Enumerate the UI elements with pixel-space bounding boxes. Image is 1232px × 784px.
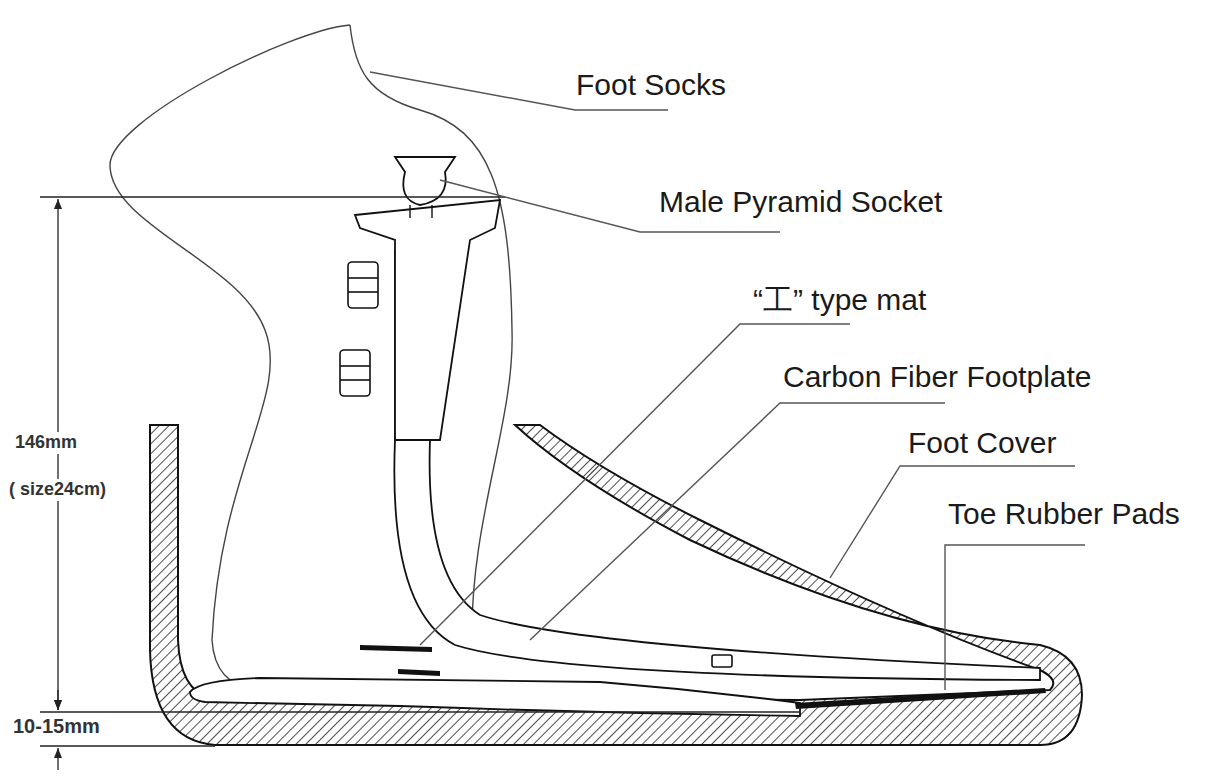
foot-sock-outline <box>110 25 350 690</box>
carbon-fiber-footplate <box>394 245 1040 680</box>
type-mat <box>398 669 440 676</box>
part-label: “工” type mat <box>752 282 927 318</box>
toe-rubber-pad <box>795 688 1046 709</box>
foot-cover <box>150 425 1082 745</box>
dimension-label: 10-15mm <box>12 714 101 738</box>
heel-plate <box>190 678 800 716</box>
part-label: Foot Socks <box>575 67 727 103</box>
bolt <box>340 262 732 667</box>
part-label: Male Pyramid Socket <box>658 184 943 220</box>
type-mat <box>360 645 432 652</box>
male-pyramid <box>410 205 432 218</box>
part-label: Carbon Fiber Footplate <box>782 359 1093 395</box>
pyramid-adapter <box>355 200 500 440</box>
part-label: Toe Rubber Pads <box>947 496 1181 532</box>
dimension-line <box>40 197 800 770</box>
dimension-label: 146mm <box>14 432 78 454</box>
dimension-label: ( size24cm) <box>8 479 107 501</box>
part-label: Foot Cover <box>907 425 1057 461</box>
